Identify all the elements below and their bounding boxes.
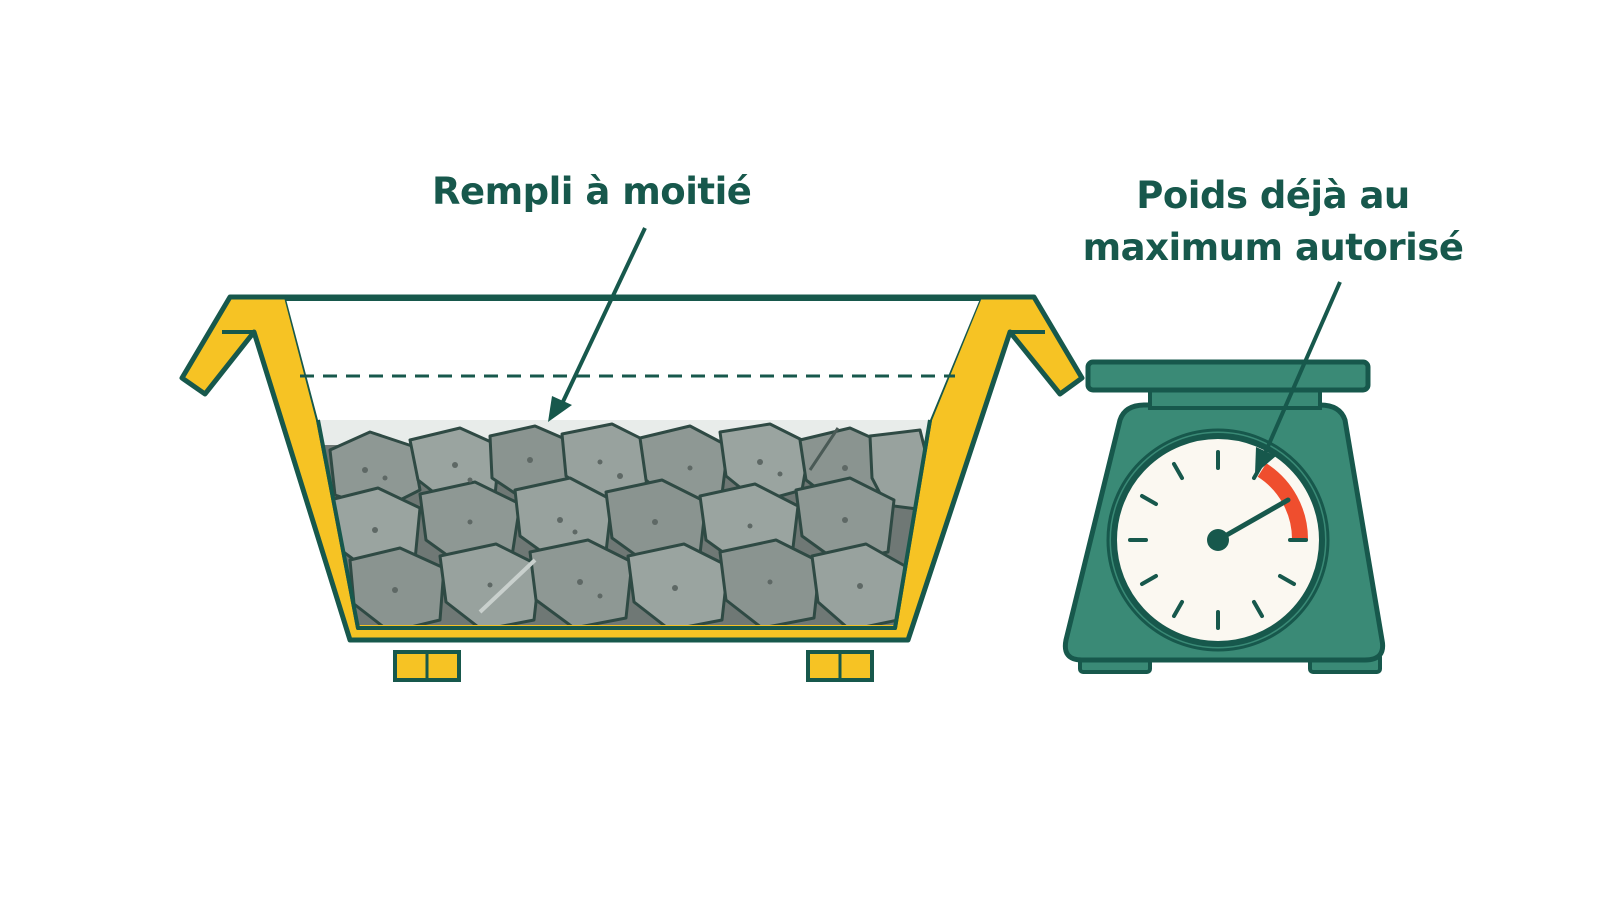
weighing-scale — [1062, 359, 1386, 674]
dial-hub — [1207, 529, 1229, 551]
fill-arrow — [558, 227, 647, 409]
rubble-pile — [318, 422, 930, 625]
dial-ticks — [1128, 450, 1308, 630]
dial-needle — [1215, 497, 1291, 543]
annotation-arrows — [548, 227, 1342, 474]
weight-limit-label: Poids déjà au maximum autorisé — [1068, 170, 1478, 274]
skip-container — [179, 294, 1085, 682]
fill-level-label: Rempli à moitié — [432, 170, 752, 213]
weight-arrow — [1260, 281, 1342, 461]
scale-platter — [1085, 359, 1371, 393]
weight-label-line-1: Poids déjà au — [1136, 174, 1410, 217]
weight-label-line-2: maximum autorisé — [1082, 226, 1464, 269]
